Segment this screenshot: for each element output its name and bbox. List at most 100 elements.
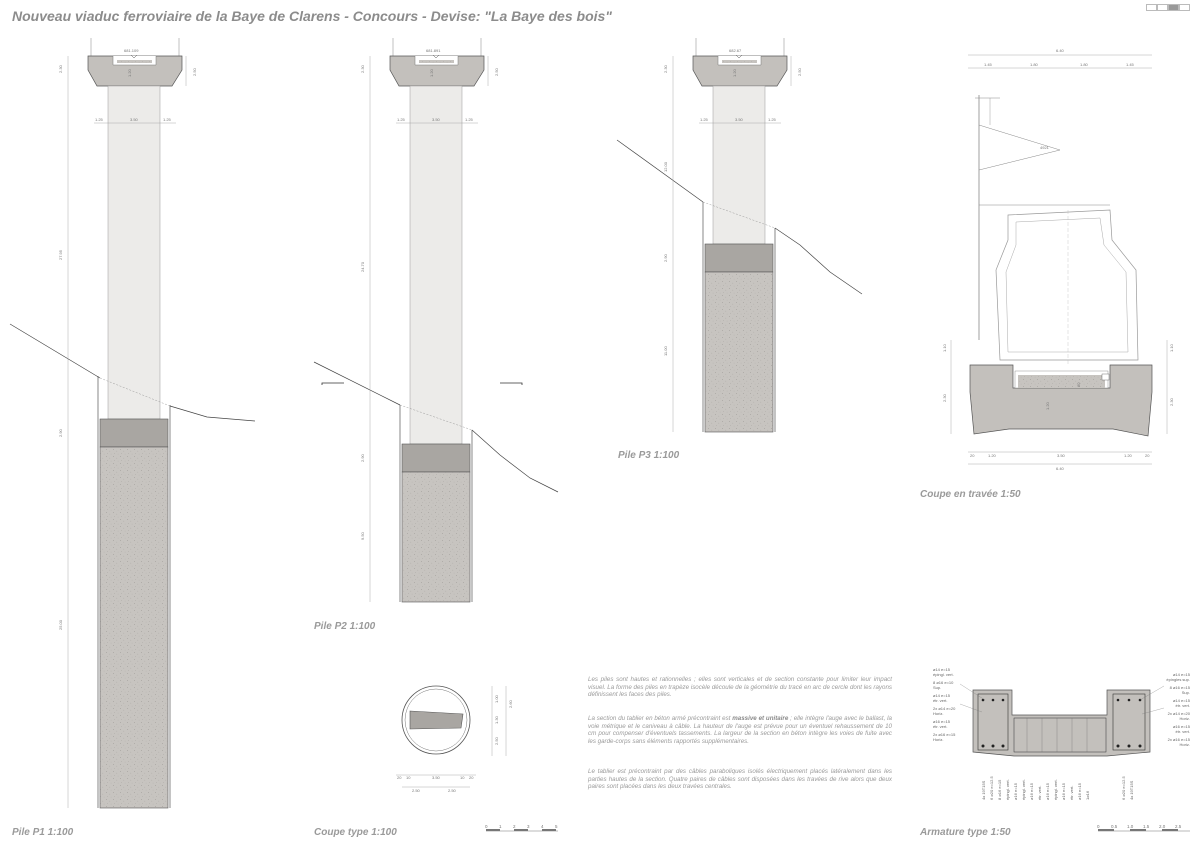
scale-100-tick: 5 [555,824,558,829]
armature-bottom-label: ø16 e=15 [1029,782,1034,800]
armature-left-label: ø14 e=15 [933,693,951,698]
scale-50-tick: 2.0 [1159,824,1166,829]
pile-p2-dim-f: 1.20 [429,68,434,77]
coupe-type-dim-c: 3.50 [432,775,441,780]
armature-left-label: Horiz. [933,711,943,716]
coupe-type-dim-d: 10 [460,775,465,780]
coupe-travee-catenary-label: 4921 [1040,145,1050,150]
caption-pile-p3: Pile P3 1:100 [618,450,680,461]
armature-bottom-label: ø16 e=15 [1045,782,1050,800]
coupe-type-dim-e: 20 [469,775,474,780]
armature-left-label: Horiz. [933,737,943,742]
pile-p2-dim-c: 1.25 [397,117,406,122]
description-p2-start: La section du tablier en béton armé préc… [588,715,733,722]
pile-p1-dim-c: 1.25 [95,117,104,122]
pile-p2-dim-e: 1.25 [465,117,474,122]
armature-bottom-label: étr. vert. [1037,786,1042,800]
armature-right-label: étr. vert. [1176,729,1190,734]
coupe-travee-top-2: 1.80 [1030,62,1039,67]
coupe-type-dim-a: 20 [397,775,402,780]
coupe-type-dim-b: 10 [406,775,411,780]
armature-left-label: Sup. [933,685,941,690]
coupe-type-drawing: 20 10 3.50 10 20 2.50 2.50 1.00 1.30 2.5… [396,685,513,793]
description-paragraph-1: Les piles sont hautes et rationnelles ; … [588,676,892,699]
pile-p2-dim-shaft: 24.70 [360,261,365,272]
caption-armature: Armature type 1:50 [920,827,1011,838]
coupe-travee-left-dim-2: 2.30 [942,393,947,402]
armature-bottom-label: 4x 19T15S [1129,780,1134,800]
title-block-cell [1168,4,1179,11]
pile-p1-dim-base: 25.00 [58,619,63,630]
pile-p2-dim-cap: 2.90 [360,453,365,462]
coupe-type-dim-i: 1.30 [494,715,499,724]
pile-p2-dim-a: 2.30 [360,64,365,73]
coupe-travee-right-dim-1: 1.10 [1169,343,1174,352]
armature-left-label: ø16 e=15 [933,719,951,724]
scale-50-tick: 0.5 [1111,824,1118,829]
scale-50-tick: 0 [1097,824,1100,829]
scale-50-tick: 2.5 [1175,824,1182,829]
armature-bottom-label: étr. vert. [1069,786,1074,800]
coupe-travee-top-3: 1.80 [1080,62,1089,67]
armature-right-label: épingles sup. [1166,677,1190,682]
armature-left-label: étr. vert. [933,724,947,729]
pile-p2-dim-b: 2.50 [494,67,499,76]
armature-bottom-label: épingl. vert. [1053,779,1058,800]
coupe-travee-bottom-total: 6.40 [1056,466,1065,471]
pile-p3-drawing: 682.67 2.30 12.00 2.90 11.00 2.50 1.25 3… [616,38,863,433]
sheet-title: Nouveau viaduc ferroviaire de la Baye de… [12,8,612,24]
armature-bottom-label: ø16 e=15 [1013,782,1018,800]
coupe-travee-bottom-4: 1.20 [1124,453,1133,458]
scale-100-tick: 1 [499,824,502,829]
pile-p2-elevation: 681.891 [426,48,441,53]
caption-coupe-type: Coupe type 1:100 [314,827,397,838]
armature-right-label: étr. vert. [1176,703,1190,708]
description-p2-bold: massive et unitaire [732,715,789,722]
armature-left-label: 8 ø16 e=10 [933,680,954,685]
scale-100-tick: 0 [485,824,488,829]
coupe-type-dim-f: 2.50 [412,788,421,793]
pile-p1-dim-d: 3.50 [130,117,139,122]
coupe-travee-deck-dim: 60 [1076,382,1081,387]
pile-p3-dim-a: 2.30 [663,64,668,73]
description-paragraph-3: Le tablier est précontraint par des câbl… [588,768,892,791]
armature-right-label: 8 ø16 e=15 [1170,685,1191,690]
armature-right-label: ø14 e=15 [1173,698,1191,703]
title-block-cell [1179,4,1190,11]
armature-right-label: 2x ø16 e=15 [1168,737,1191,742]
armature-right-label: ø14 e=15 [1173,672,1191,677]
coupe-travee-bottom-5: 20 [1145,453,1150,458]
armature-left-label: étr. vert. [933,698,947,703]
coupe-type-dim-j: 2.50 [494,736,499,745]
description-p2-end: ; elle intègre l'auge avec le ballast, l… [588,715,892,745]
pile-p1-dim-a: 2.30 [58,64,63,73]
pile-p3-dim-e: 1.25 [768,117,777,122]
armature-right-label: Horiz. [1180,716,1190,721]
caption-pile-p2: Pile P2 1:100 [314,621,376,632]
coupe-type-dim-g: 2.50 [448,788,457,793]
scale-100-tick: 2 [513,824,516,829]
armature-bottom-label: épingl. vert. [1005,779,1010,800]
coupe-type-dim-h: 1.00 [494,694,499,703]
pile-p2-drawing: 681.891 2.30 24.70 2.90 9.50 2.50 1.25 3… [313,38,559,603]
description-paragraph-2: La section du tablier en béton armé préc… [588,715,892,745]
armature-left-label: 2x ø16 e=15 [933,732,956,737]
armature-right-label: Sup. [1182,690,1190,695]
armature-drawing: ø14 e=15 épingl. vert. 8 ø16 e=10 Sup. ø… [933,667,1191,800]
coupe-travee-bottom-2: 1.20 [988,453,997,458]
pile-p2-dim-d: 3.50 [432,117,441,122]
pile-p3-dim-b: 2.50 [797,67,802,76]
scale-50-tick: 1.0 [1127,824,1134,829]
armature-left-label: ø14 e=15 [933,667,951,672]
title-block-cell [1146,4,1157,11]
coupe-travee-bottom-3: 3.50 [1057,453,1066,458]
scale-bar-100: 0 1 2 3 4 5 [485,824,558,832]
armature-bottom-label: ø16 e=15 [1061,782,1066,800]
pile-p3-elevation: 682.67 [729,48,742,53]
coupe-travee-drawing: 6.40 1.45 1.80 1.80 1.45 4921 1.20 60 1.… [942,48,1174,471]
armature-left-label: 2x ø14 e=20 [933,706,956,711]
pile-p1-dim-cap: 2.90 [58,428,63,437]
armature-bottom-label: 1ø16 [1085,790,1090,800]
coupe-type-dim-k: 2.60 [508,699,513,708]
coupe-travee-left-dim-1: 1.10 [942,343,947,352]
